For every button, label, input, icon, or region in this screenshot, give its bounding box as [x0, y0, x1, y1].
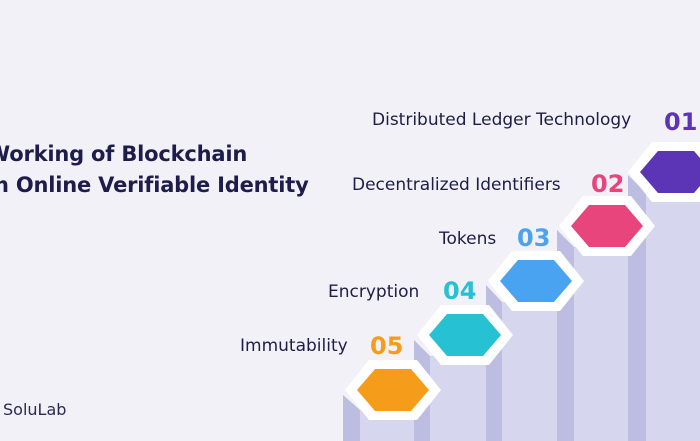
page-title: Working of Blockchain in Online Verifiab… [0, 139, 309, 201]
step-05-label: Immutability [240, 336, 348, 356]
title-line-1: Working of Blockchain [0, 142, 248, 166]
step-05-number: 05 [370, 332, 404, 360]
step-02-number: 02 [591, 170, 625, 198]
title-line-2: in Online Verifiable Identity [0, 173, 309, 197]
step-03-label: Tokens [439, 229, 497, 249]
step-01-hexagon [640, 151, 700, 193]
step-04-hexagon [429, 314, 501, 356]
step-03-hexagon [500, 260, 572, 302]
step-04-label: Encryption [328, 282, 420, 302]
step-01-number: 01 [664, 108, 698, 136]
step-02-label: Decentralized Identifiers [352, 175, 561, 195]
step-05-hexagon [357, 369, 429, 411]
step-01-label: Distributed Ledger Technology [372, 110, 632, 130]
step-03-number: 03 [517, 224, 551, 252]
step-04-number: 04 [443, 277, 477, 305]
step-02-hexagon [571, 205, 643, 247]
brand-logo-text: SoluLab [3, 400, 67, 419]
